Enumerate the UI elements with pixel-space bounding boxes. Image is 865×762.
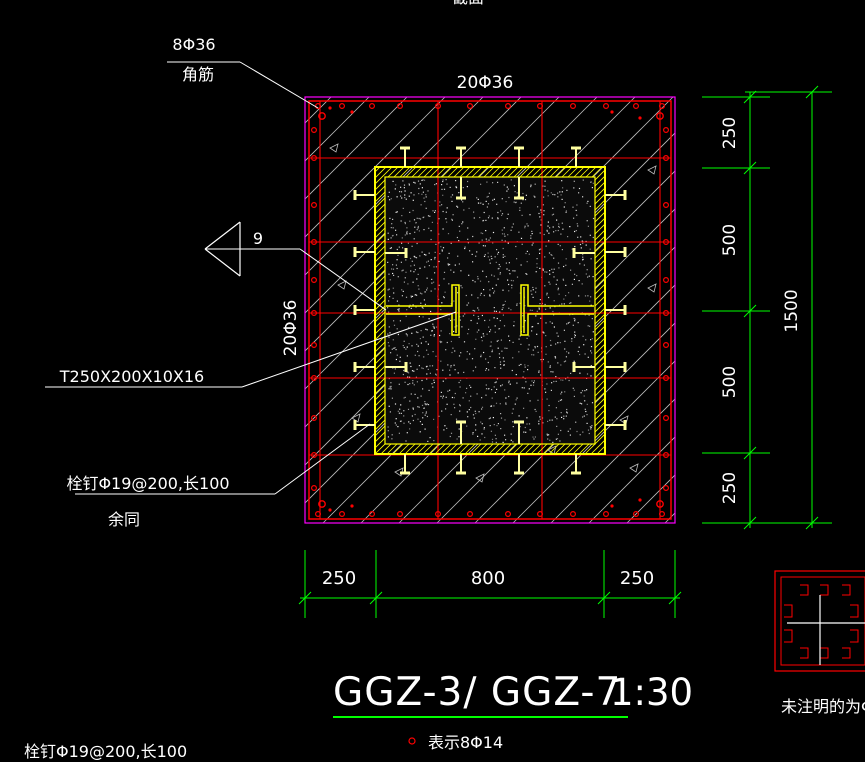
stud-note-label: 余同 xyxy=(108,510,140,529)
small-bar-symbol xyxy=(408,737,416,745)
longitudinal-bars xyxy=(311,102,669,518)
bottom-left-note: 栓钉Φ19@200,长100 xyxy=(24,742,187,761)
concrete-infill xyxy=(385,177,595,444)
shear-studs xyxy=(353,146,627,475)
detail-thumbnail xyxy=(774,570,865,672)
side-bars-label: 20Φ36 xyxy=(281,300,301,357)
bottom-dimension-lines xyxy=(298,550,682,618)
dim-right-4: 250 xyxy=(720,472,740,504)
section-boundary xyxy=(304,96,676,524)
dim-bottom-3: 250 xyxy=(620,568,654,589)
top-clipped-label: 截面 xyxy=(452,0,484,7)
drawing-title: GGZ-3/ GGZ-7 xyxy=(333,670,621,715)
dim-right-1: 250 xyxy=(720,117,740,149)
top-bars-label: 20Φ36 xyxy=(457,73,514,93)
dim-right-3: 500 xyxy=(720,366,740,398)
section-mark-number: 9 xyxy=(253,229,263,248)
tee-section-right xyxy=(520,284,594,336)
tee-section-label: T250X200X10X16 xyxy=(59,367,204,386)
tee-section-left xyxy=(386,284,460,336)
corner-bar-spec: 8Φ36 xyxy=(172,35,215,54)
rebar-cage-outline xyxy=(308,100,672,520)
dim-overall: 1500 xyxy=(782,289,802,332)
leader-lines xyxy=(45,61,457,495)
drawing-scale: 1:30 xyxy=(610,671,693,714)
stud-spec-label: 栓钉Φ19@200,长100 xyxy=(66,474,229,493)
small-bar-legend: 表示8Φ14 xyxy=(428,733,503,752)
detail-note: 未注明的为Φ10 xyxy=(781,697,865,716)
corner-bar-label: 角筋 xyxy=(182,65,214,84)
dim-right-2: 500 xyxy=(720,224,740,256)
dim-bottom-1: 250 xyxy=(322,568,356,589)
dim-bottom-2: 800 xyxy=(471,568,505,589)
right-dimension-lines xyxy=(702,85,832,530)
section-cut-marker xyxy=(204,221,241,277)
